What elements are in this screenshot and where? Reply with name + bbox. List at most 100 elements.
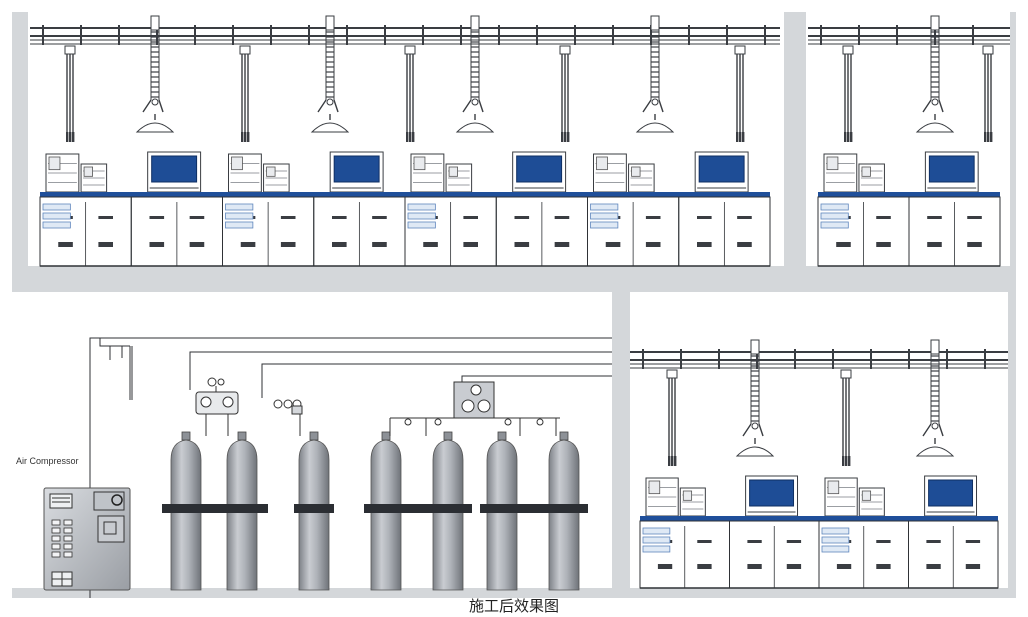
cabinet-handle bbox=[463, 216, 478, 219]
drawer bbox=[642, 536, 671, 544]
monitor-screen bbox=[698, 155, 745, 183]
monitor-screen bbox=[151, 155, 198, 183]
gas-cylinders bbox=[162, 431, 588, 591]
cabinet-handle bbox=[967, 216, 982, 219]
gas-cylinder bbox=[486, 431, 518, 591]
cylinder-body bbox=[548, 439, 580, 591]
cabinet-handle bbox=[697, 216, 712, 219]
cabinet-handle bbox=[697, 242, 712, 247]
valve-handle bbox=[66, 132, 69, 142]
cylinder-rack-strap bbox=[480, 504, 588, 513]
exhaust-arm bbox=[915, 339, 955, 457]
cabinet-handle bbox=[554, 216, 570, 219]
cabinet-handle bbox=[280, 242, 296, 247]
pipe-clamp bbox=[270, 25, 272, 45]
cabinet-handle bbox=[332, 242, 347, 247]
pipe-clamp bbox=[858, 25, 860, 45]
pipe-clamp bbox=[574, 25, 576, 45]
drawer bbox=[821, 527, 850, 535]
pipe-clamp bbox=[756, 349, 758, 369]
fume-hood bbox=[735, 446, 775, 457]
cabinet-handle bbox=[514, 242, 530, 247]
drawer bbox=[42, 203, 71, 211]
lower-right-lab bbox=[630, 339, 1008, 589]
cabinet-handle bbox=[697, 564, 712, 569]
lab-instrument bbox=[823, 153, 858, 193]
computer-monitor bbox=[924, 475, 978, 517]
pipe-clamp bbox=[642, 349, 644, 369]
pipe-clamp bbox=[118, 25, 120, 45]
valve-handle bbox=[850, 132, 853, 142]
valve-handle bbox=[406, 132, 409, 142]
fume-hood bbox=[635, 122, 675, 133]
cabinet-handle bbox=[280, 216, 296, 219]
monitor-screen bbox=[333, 155, 380, 183]
regulator-panel-center bbox=[389, 381, 560, 436]
pipe-clamp bbox=[896, 25, 898, 45]
valve-handle bbox=[736, 132, 739, 142]
pipe-clamp bbox=[612, 25, 614, 45]
drawer bbox=[225, 221, 254, 229]
cylinder-valve bbox=[443, 431, 453, 441]
bench-cabinet bbox=[908, 196, 1001, 267]
gas-cylinder bbox=[170, 431, 202, 591]
cabinet-handle bbox=[876, 540, 891, 543]
cabinet-handle bbox=[58, 242, 73, 247]
drawer bbox=[590, 212, 619, 220]
lab-instrument bbox=[45, 153, 80, 193]
cabinet-handle bbox=[697, 540, 712, 543]
air-compressor-label: Air Compressor bbox=[16, 456, 79, 466]
cabinet-handle bbox=[876, 242, 891, 247]
cylinder-rack-strap bbox=[294, 504, 334, 513]
cabinet-handle bbox=[98, 216, 113, 219]
lab-instrument bbox=[445, 163, 473, 193]
gas-drop-line bbox=[64, 45, 76, 142]
computer-monitor bbox=[694, 151, 749, 193]
cabinet-handle bbox=[372, 216, 387, 219]
pipe-clamp bbox=[346, 25, 348, 45]
drawer bbox=[642, 545, 671, 553]
cabinet-handle bbox=[514, 216, 530, 219]
air-compressor bbox=[43, 487, 131, 591]
pipe-clamp bbox=[870, 349, 872, 369]
exhaust-arm bbox=[135, 15, 175, 133]
lab-instrument bbox=[593, 153, 627, 193]
cabinet-handle bbox=[926, 564, 941, 569]
drawer bbox=[820, 212, 849, 220]
pipe-clamp bbox=[680, 349, 682, 369]
drawer bbox=[590, 203, 619, 211]
computer-monitor bbox=[512, 151, 567, 193]
valve-handle bbox=[739, 132, 742, 142]
pipe-clamp bbox=[498, 25, 500, 45]
lab-instrument bbox=[645, 477, 679, 517]
valve-handle bbox=[567, 132, 570, 142]
pipe-clamp bbox=[820, 25, 822, 45]
cylinder-rack-strap bbox=[162, 504, 268, 513]
cylinder-valve bbox=[559, 431, 569, 441]
cylinder-valve bbox=[237, 431, 247, 441]
cylinder-valve bbox=[497, 431, 507, 441]
upper-right-lab bbox=[808, 15, 1010, 267]
cabinet-handle bbox=[657, 564, 673, 569]
cabinet-handle bbox=[876, 564, 891, 569]
drawer bbox=[225, 203, 254, 211]
drawer bbox=[821, 536, 850, 544]
gas-cylinder bbox=[298, 431, 330, 591]
valve-handle bbox=[564, 132, 567, 142]
monitor-screen bbox=[749, 479, 795, 507]
upper-left-lab bbox=[30, 15, 780, 267]
gas-cylinder bbox=[432, 431, 464, 591]
cylinder-body bbox=[432, 439, 464, 591]
drawer bbox=[820, 203, 849, 211]
valve-handle bbox=[72, 132, 75, 142]
pipe-clamp bbox=[832, 349, 834, 369]
computer-monitor bbox=[147, 151, 202, 193]
pipe-clamp bbox=[422, 25, 424, 45]
cabinet-handle bbox=[737, 242, 752, 247]
exhaust-arm bbox=[310, 15, 350, 133]
cabinet-handle bbox=[747, 564, 762, 569]
cylinder-valve bbox=[381, 431, 391, 441]
lab-instrument bbox=[858, 163, 885, 193]
gas-cylinder bbox=[370, 431, 402, 591]
